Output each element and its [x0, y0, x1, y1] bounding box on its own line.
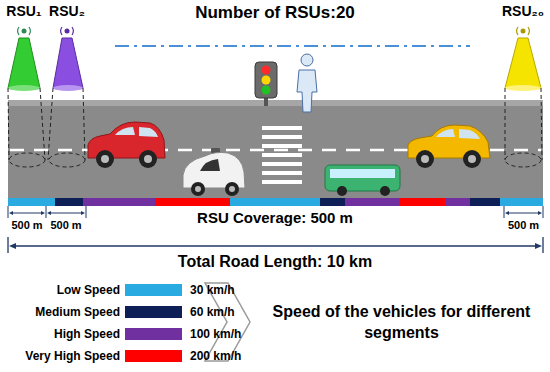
legend-swatch [125, 284, 182, 296]
rsu-label: RSU₁ [6, 3, 41, 20]
yellow-car [408, 125, 490, 168]
legend-swatch [125, 306, 182, 318]
dimension-label: 500 m [508, 219, 539, 232]
bus [325, 165, 400, 196]
legend-swatch [125, 328, 182, 340]
pedestrian [297, 54, 317, 112]
road-length-label: Total Road Length: 10 km [178, 252, 372, 271]
legend-text: High Speed [54, 326, 120, 342]
legend-text: Very High Speed [25, 348, 120, 364]
diagram-title: Number of RSUs:20 [195, 3, 355, 23]
legend-note: Speed of the vehicles for different segm… [258, 301, 545, 343]
total-length-arrow [8, 237, 543, 253]
rsu-label: RSU₂ [49, 3, 85, 20]
traffic-light [255, 62, 277, 106]
speed-value: 200 km/h [190, 348, 241, 364]
legend-text: Medium Speed [35, 304, 120, 320]
road [8, 100, 543, 198]
dimension-label: 500 m [11, 219, 42, 232]
coverage-lines [8, 88, 542, 167]
rsu-label: RSU₂₀ [502, 3, 544, 20]
legend-swatch [125, 350, 182, 362]
autonomous-car [183, 148, 245, 196]
red-car [88, 122, 165, 168]
speed-bar [8, 198, 543, 206]
coverage-label: RSU Coverage: 500 m [197, 209, 353, 227]
speed-value: 30 km/h [190, 282, 235, 298]
rsu-count-line [115, 46, 470, 47]
legend-text: Low Speed [57, 282, 120, 298]
dimension-label: 500 m [50, 219, 81, 232]
speed-value: 100 km/h [190, 326, 241, 342]
speed-value: 60 km/h [190, 304, 235, 320]
